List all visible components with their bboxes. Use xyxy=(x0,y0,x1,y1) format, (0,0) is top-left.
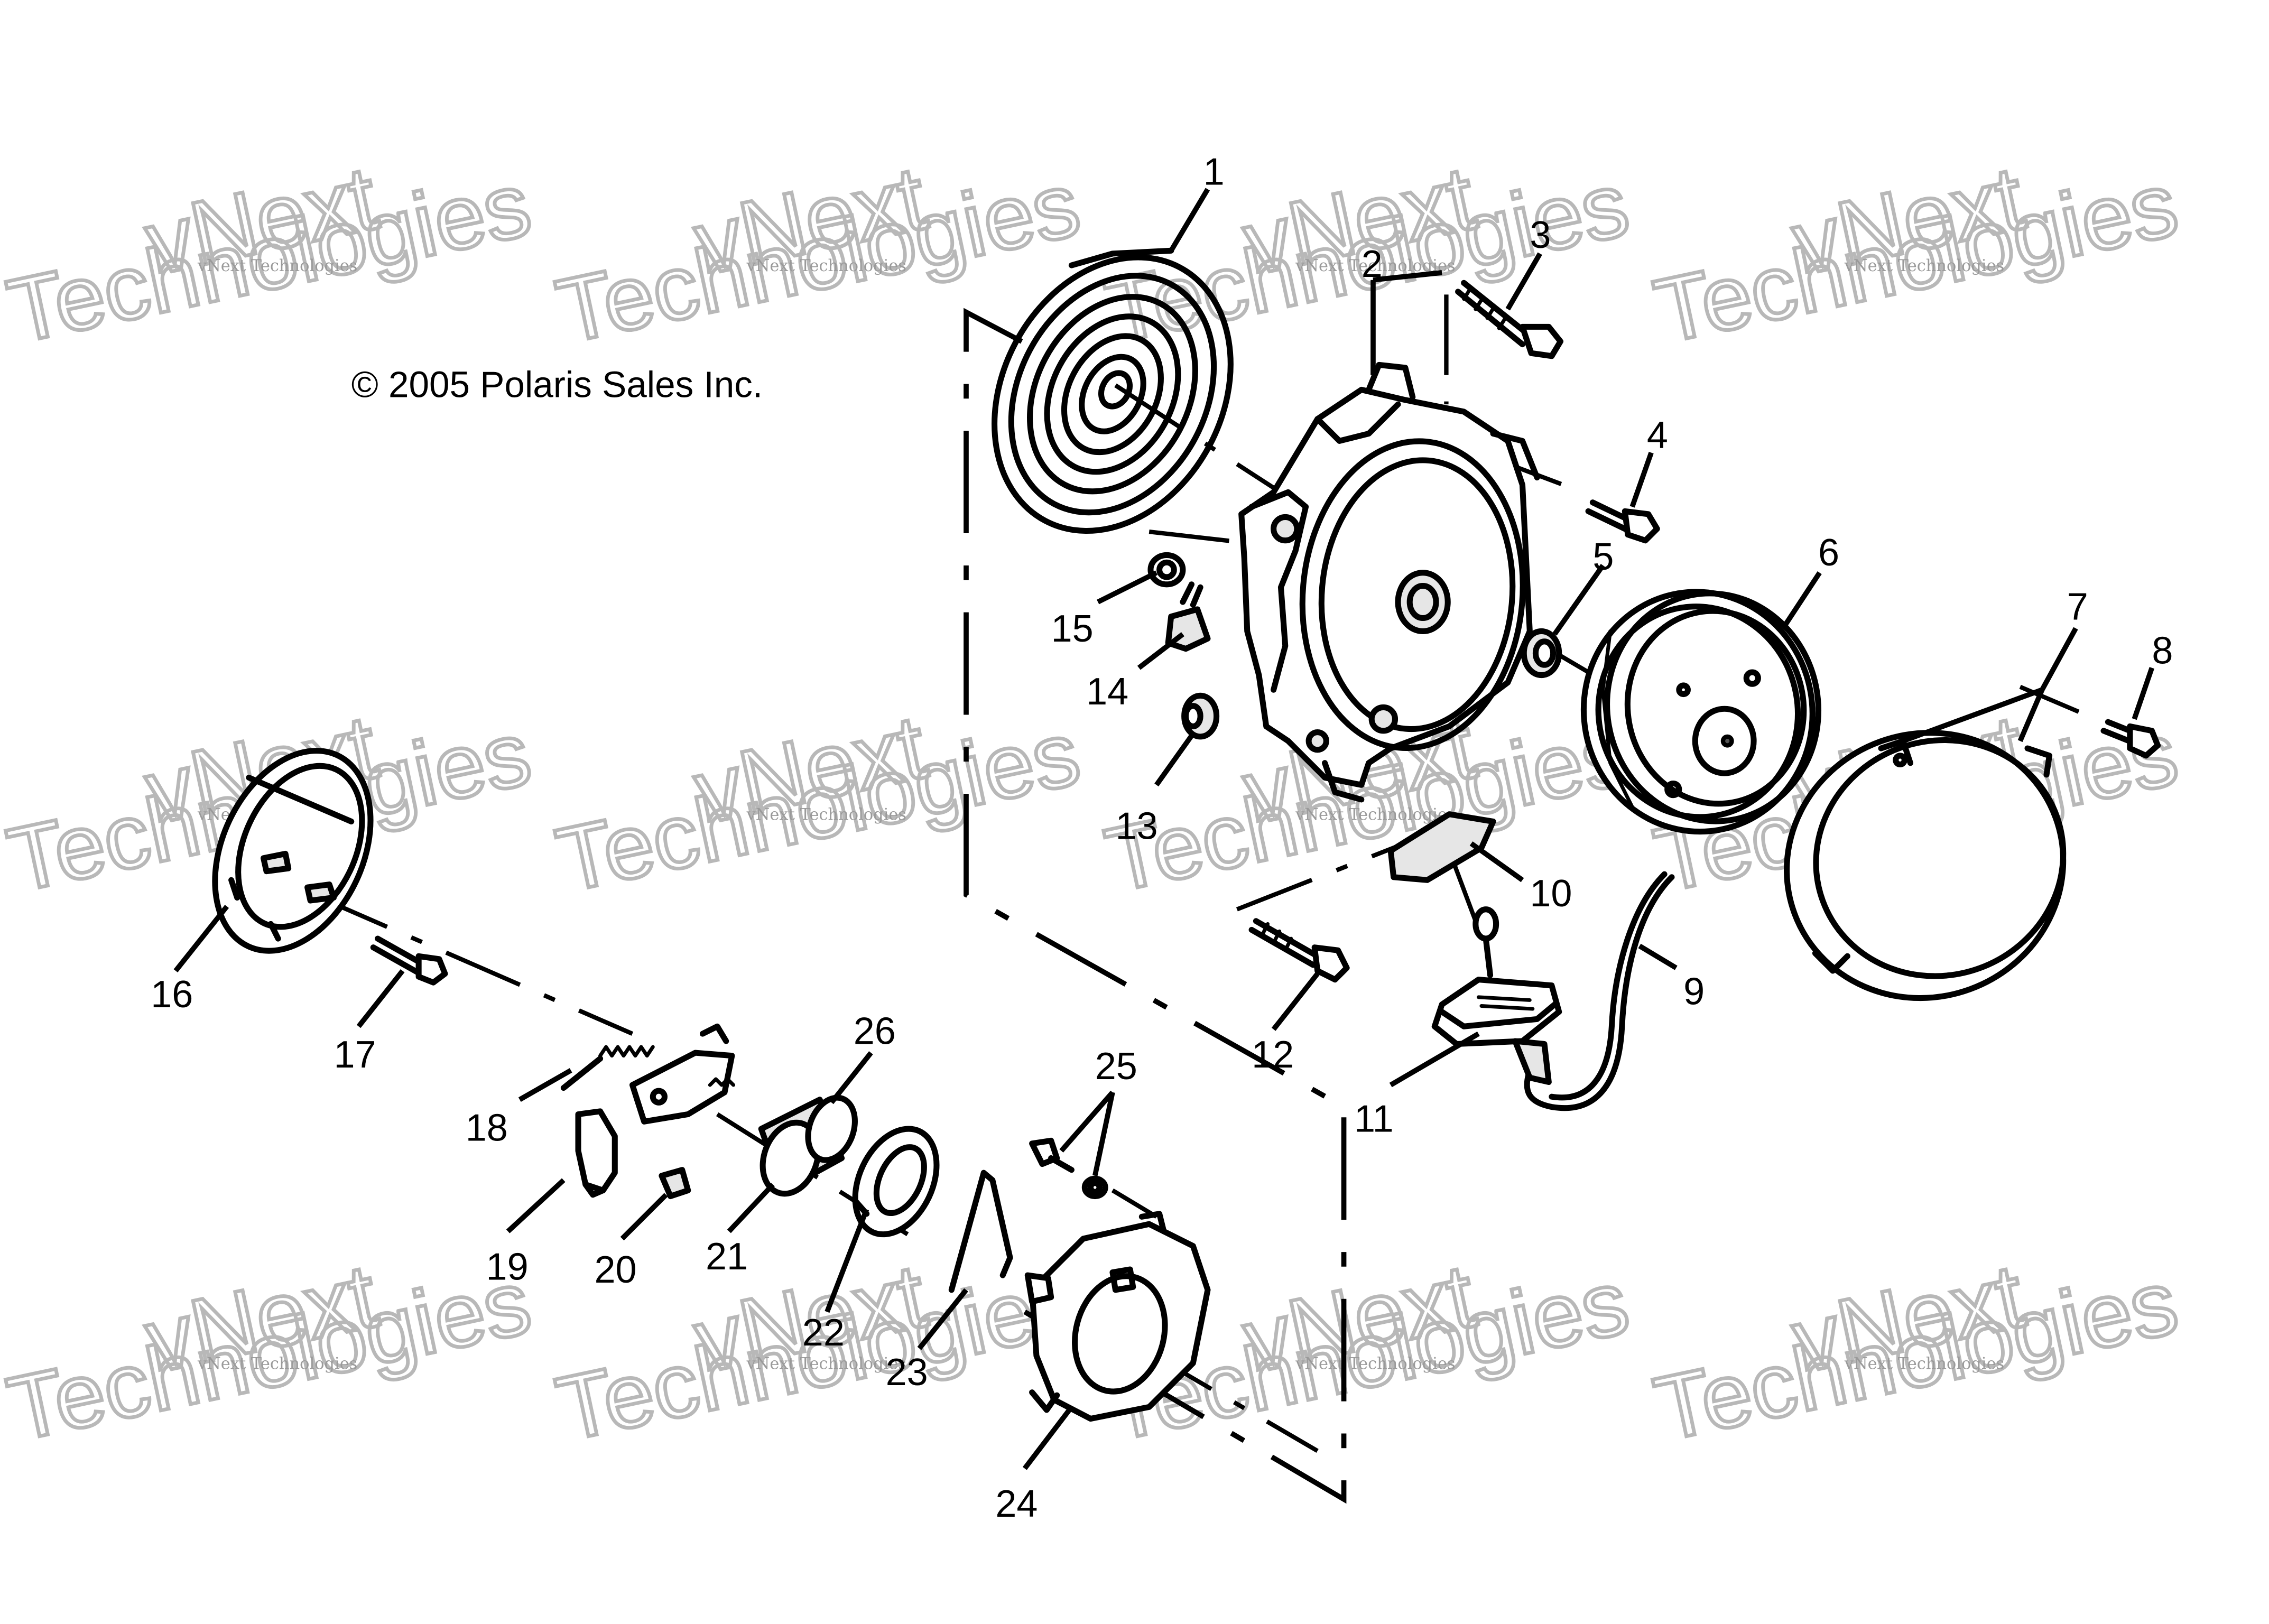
callout-labels: 1 2 3 4 5 6 7 8 9 10 11 12 13 14 15 16 1… xyxy=(151,151,2173,1525)
pawl-19 xyxy=(575,1108,618,1198)
watermark: vNext Technologies xyxy=(1645,145,2188,364)
watermark: vNext Technologies xyxy=(0,1243,541,1462)
watermark-text: vNext Technologies xyxy=(746,806,907,824)
watermark-text: vNext Technologies xyxy=(1844,257,2005,275)
watermark-text: vNext Technologies xyxy=(1295,806,1456,824)
seal-5 xyxy=(1521,628,1562,679)
callout-22: 22 xyxy=(802,1312,845,1354)
leader-lines xyxy=(173,188,2155,1470)
callout-4: 4 xyxy=(1647,414,1668,457)
watermark: vNext Technologies xyxy=(1645,1243,2188,1462)
callout-24: 24 xyxy=(995,1483,1038,1525)
rope-9 xyxy=(1524,871,1675,1111)
callout-2: 2 xyxy=(1362,243,1383,285)
screw-washer-25 xyxy=(1029,1137,1108,1200)
callout-11: 11 xyxy=(1354,1098,1394,1140)
watermark-text: vNext Technologies xyxy=(746,1354,907,1373)
brake-housing-16 xyxy=(212,748,374,954)
callout-16: 16 xyxy=(151,973,193,1016)
cover-7 xyxy=(1784,730,2067,1001)
callout-8: 8 xyxy=(2152,629,2173,672)
watermark-text: vNext Technologies xyxy=(197,1354,358,1373)
watermark-text: vNext Technologies xyxy=(1295,1354,1456,1373)
callout-17: 17 xyxy=(334,1034,376,1076)
callout-18: 18 xyxy=(466,1107,508,1149)
watermark: vNext Technologies xyxy=(547,145,1090,364)
callout-19: 19 xyxy=(486,1246,529,1288)
starter-housing xyxy=(1238,361,1540,803)
ring-22 xyxy=(852,1126,940,1238)
callout-10: 10 xyxy=(1530,873,1572,915)
watermark: vNext Technologies xyxy=(1096,145,1638,364)
callout-13: 13 xyxy=(1115,805,1157,848)
ratchet-bracket xyxy=(629,1023,736,1125)
callout-23: 23 xyxy=(886,1351,928,1394)
spring-18 xyxy=(560,1045,655,1091)
bolt-8 xyxy=(2100,719,2161,759)
wire-spring-23 xyxy=(948,1170,1013,1293)
copyright-notice: © 2005 Polaris Sales Inc. xyxy=(351,364,763,405)
watermark-text: vNext Technologies xyxy=(197,257,358,275)
callout-3: 3 xyxy=(1530,214,1551,256)
pin-20 xyxy=(659,1167,691,1200)
drum-21 xyxy=(758,1094,858,1197)
callout-6: 6 xyxy=(1818,532,1839,574)
callout-12: 12 xyxy=(1252,1034,1294,1076)
callout-9: 9 xyxy=(1683,971,1705,1013)
bushing-13 xyxy=(1181,692,1220,740)
recoil-spring xyxy=(992,247,1234,534)
callout-20: 20 xyxy=(594,1249,636,1291)
washer-15 xyxy=(1147,552,1186,588)
handle-11 xyxy=(1431,906,1562,1085)
bolt-3 xyxy=(1455,280,1564,359)
callout-14: 14 xyxy=(1086,671,1128,713)
callout-5: 5 xyxy=(1592,536,1614,578)
callout-15: 15 xyxy=(1051,608,1094,650)
callout-26: 26 xyxy=(854,1010,896,1052)
watermark: vNext Technologies xyxy=(547,694,1090,913)
bolt-4 xyxy=(1585,499,1660,544)
callout-7: 7 xyxy=(2067,586,2088,628)
callout-21: 21 xyxy=(706,1236,748,1278)
pulley-6 xyxy=(1580,589,1822,835)
screw-17 xyxy=(370,935,448,986)
callout-25: 25 xyxy=(1095,1045,1137,1088)
watermark-text: vNext Technologies xyxy=(746,257,907,275)
watermark-text: vNext Technologies xyxy=(1844,1354,2005,1373)
watermark: vNext Technologies xyxy=(0,145,541,364)
callout-1: 1 xyxy=(1203,151,1225,193)
plate-24 xyxy=(1024,1211,1211,1422)
bolt-12 xyxy=(1248,918,1350,983)
assembly-frame xyxy=(964,308,1347,1504)
